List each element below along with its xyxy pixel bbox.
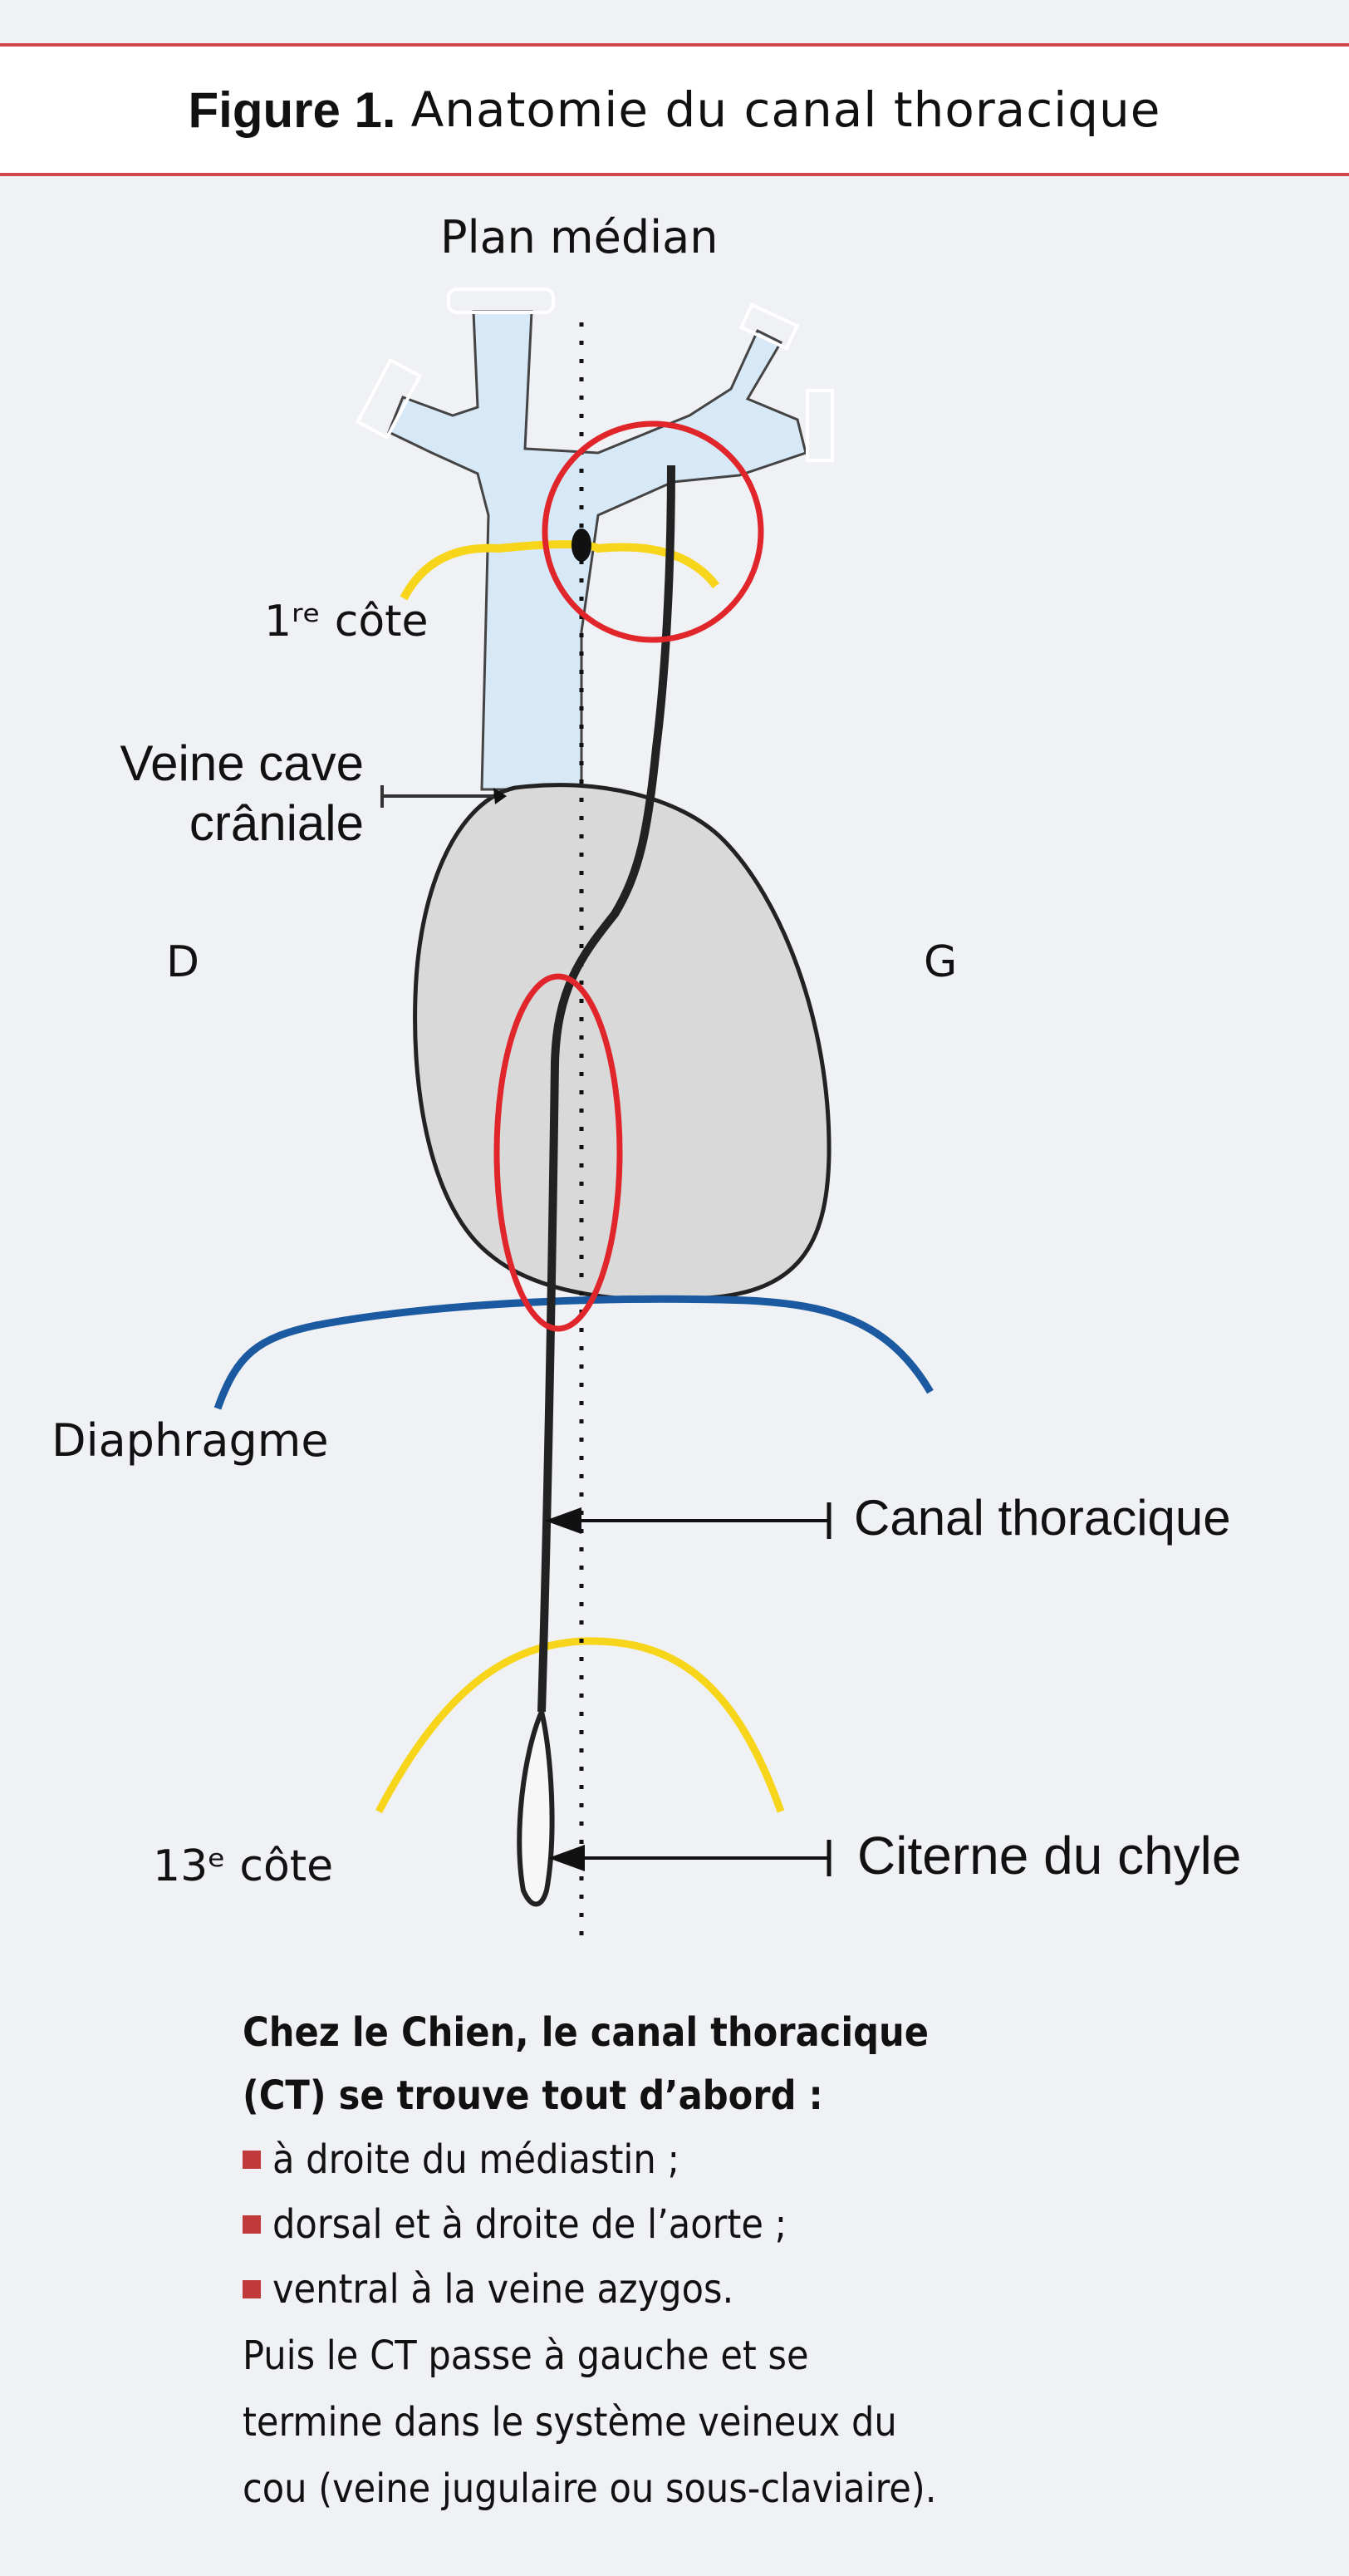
label-vena-cava-line1: Veine cave	[120, 735, 364, 791]
figure-header: Figure 1. Anatomie du canal thoracique	[0, 43, 1349, 176]
cisterna-chyli	[517, 1710, 555, 1907]
label-vena-cava-line2: crâniale	[189, 795, 364, 851]
azygos-dot	[571, 528, 591, 562]
highlight-circle-termination	[542, 420, 764, 643]
caption-bullet-list: à droite du médiastin ; dorsal et à droi…	[243, 2127, 1198, 2322]
label-right-side: D	[166, 937, 200, 987]
red-square-bullet-icon	[243, 2215, 261, 2234]
caption-outro-line1: Puis le CT passe à gauche et se	[243, 2333, 809, 2379]
caption-bullet-item: ventral à la veine azygos.	[243, 2257, 1198, 2322]
citerne-pointer	[548, 1840, 831, 1876]
caption-intro-line1: Chez le Chien, le canal thoracique	[243, 2009, 930, 2056]
figure-caption: Chez le Chien, le canal thoracique (CT) …	[243, 2001, 1198, 2521]
caption-bullet-item: à droite du médiastin ;	[243, 2127, 1198, 2192]
label-diaphragm: Diaphragme	[52, 1414, 329, 1467]
heart	[413, 783, 831, 1302]
label-left-side: G	[924, 937, 958, 987]
diaphragm	[213, 1295, 934, 1410]
thoracic-duct	[537, 465, 675, 1713]
canal-pointer	[545, 1502, 831, 1539]
caption-intro-line2: (CT) se trouve tout d’abord :	[243, 2072, 823, 2119]
caption-outro-line2: termine dans le système veineux du	[243, 2399, 897, 2446]
caption-bullet-text: ventral à la veine azygos.	[272, 2266, 734, 2313]
caption-bullet-text: à droite du médiastin ;	[272, 2136, 680, 2183]
caption-bullet-text: dorsal et à droite de l’aorte ;	[272, 2201, 787, 2248]
label-first-rib: 1ʳᵉ côte	[264, 597, 429, 646]
label-thirteenth-rib: 13ᵉ côte	[153, 1841, 334, 1891]
caption-outro-line3: cou (veine jugulaire ou sous-claviaire).	[243, 2465, 937, 2512]
figure-title: Anatomie du canal thoracique	[410, 81, 1161, 138]
label-cisterna-chyli: Citerne du chyle	[857, 1826, 1242, 1885]
label-plan-median: Plan médian	[440, 211, 719, 263]
caption-bullet-item: dorsal et à droite de l’aorte ;	[243, 2192, 1198, 2257]
highlight-ellipse-mediastinum	[493, 973, 623, 1332]
figure-label: Figure 1.	[188, 81, 396, 138]
label-thoracic-duct: Canal thoracique	[854, 1490, 1231, 1546]
red-square-bullet-icon	[243, 2151, 261, 2169]
red-square-bullet-icon	[243, 2280, 261, 2298]
anatomy-diagram	[213, 288, 934, 1944]
